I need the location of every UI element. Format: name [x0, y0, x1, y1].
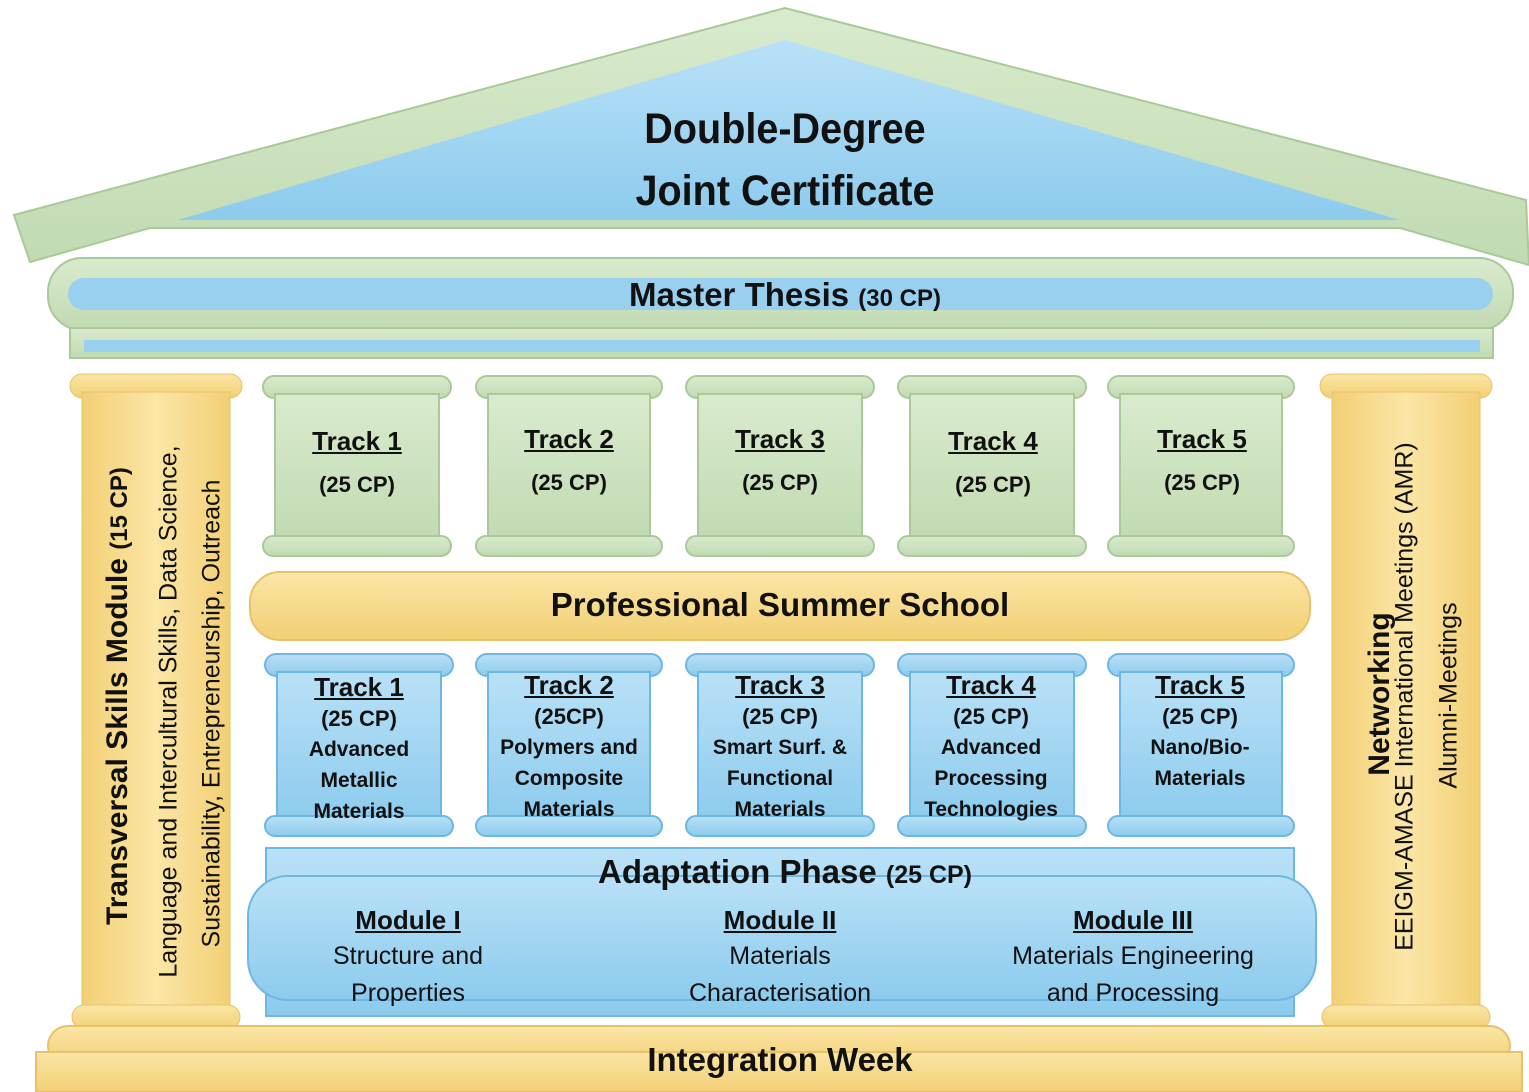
module-2: Module II Materials Characterisation: [630, 902, 930, 1012]
upper-track-cp: (25 CP): [955, 472, 1031, 497]
module-desc: Materials Engineering: [1012, 942, 1254, 970]
module-desc: and Processing: [1046, 979, 1220, 1007]
lower-track-desc: Materials: [734, 798, 826, 821]
lower-track-cp: (25 CP): [1162, 704, 1238, 729]
lower-track-desc: Advanced: [940, 736, 1042, 759]
lower-pillars: [264, 653, 1295, 837]
upper-track-cp: (25 CP): [1164, 470, 1240, 495]
lower-track-cp: (25 CP): [321, 706, 397, 731]
upper-track-3: Track 3 (25 CP): [685, 422, 875, 498]
entablature: [47, 257, 1514, 359]
adaptation-title: Adaptation Phase (25 CP): [460, 850, 1110, 894]
module-desc: Structure and: [332, 942, 484, 970]
lower-track-desc: Materials: [523, 798, 615, 821]
integration-base: [35, 1025, 1523, 1092]
lower-track-desc: Nano/Bio-: [1150, 736, 1250, 759]
module-1: Module I Structure and Properties: [258, 902, 558, 1012]
lower-track-label: Track 5: [1155, 670, 1245, 700]
roof: [12, 6, 1529, 267]
module-name: Module III: [1073, 905, 1193, 935]
lower-track-2: Track 2 (25CP) Polymers and Composite Ma…: [474, 668, 664, 825]
master-thesis: Master Thesis (30 CP): [480, 272, 1090, 318]
upper-track-label: Track 3: [735, 424, 825, 454]
lower-track-cp: (25 CP): [742, 704, 818, 729]
upper-track-label: Track 4: [948, 426, 1038, 456]
upper-track-4: Track 4 (25 CP): [898, 424, 1088, 500]
transversal-line-1: Language and Intercultural Skills, Data …: [154, 445, 183, 978]
upper-track-2: Track 2 (25 CP): [474, 422, 664, 498]
networking-line-2: Alumni-Meetings: [1434, 602, 1463, 789]
module-name: Module I: [355, 905, 461, 935]
roof-title-line2: Joint Certificate: [635, 167, 935, 215]
module-desc: Characterisation: [688, 979, 872, 1007]
upper-pillars: [262, 375, 1295, 557]
transversal-label: Transversal Skills Module: [101, 558, 134, 925]
lower-track-desc: Metallic: [320, 769, 398, 792]
lower-track-desc: Functional: [726, 767, 834, 790]
lower-track-desc: Polymers and: [500, 736, 638, 759]
lower-track-cp: (25 CP): [953, 704, 1029, 729]
module-3: Module III Materials Engineering and Pro…: [983, 902, 1283, 1012]
transversal-line-2: Sustainability, Entrepreneurship, Outrea…: [197, 479, 226, 948]
transversal-cp: (15 CP): [106, 467, 133, 550]
upper-track-cp: (25 CP): [742, 470, 818, 495]
lower-track-label: Track 2: [524, 670, 614, 700]
lower-track-desc: Composite: [514, 767, 624, 790]
upper-track-label: Track 2: [524, 424, 614, 454]
lower-track-desc: Smart Surf. &: [712, 736, 848, 759]
lower-track-label: Track 3: [735, 670, 825, 700]
upper-track-label: Track 5: [1157, 424, 1247, 454]
right-pillar: [1319, 373, 1493, 1030]
adaptation-block: [247, 847, 1317, 1017]
integration-week-label: Integration Week: [647, 1041, 913, 1078]
module-desc: Materials: [729, 942, 831, 970]
lower-track-1: Track 1 (25 CP) Advanced Metallic Materi…: [264, 670, 454, 827]
lower-track-desc: Materials: [1154, 767, 1246, 790]
lower-track-desc: Processing: [934, 767, 1048, 790]
roof-title: Double-Degree Joint Certificate: [541, 98, 1029, 222]
lower-track-desc: Materials: [313, 800, 405, 823]
upper-track-1: Track 1 (25 CP): [262, 424, 452, 500]
summer-band: [249, 571, 1311, 641]
module-desc: Properties: [351, 979, 465, 1007]
lower-track-3: Track 3 (25 CP) Smart Surf. & Functional…: [685, 668, 875, 825]
left-pillar: [69, 373, 243, 1030]
lower-track-4: Track 4 (25 CP) Advanced Processing Tech…: [896, 668, 1086, 825]
master-thesis-label: Master Thesis: [629, 276, 850, 313]
roof-title-line1: Double-Degree: [644, 105, 926, 153]
lower-track-desc: Technologies: [924, 798, 1058, 821]
adaptation-cp: (25 CP): [885, 861, 973, 889]
summer-school-label: Professional Summer School: [550, 586, 1010, 623]
module-name: Module II: [723, 905, 837, 935]
lower-track-cp: (25CP): [534, 704, 604, 729]
lower-track-desc: Advanced: [308, 738, 410, 761]
upper-track-cp: (25 CP): [319, 472, 395, 497]
lower-track-label: Track 1: [314, 672, 404, 702]
transversal-title: Transversal Skills Module (15 CP): [100, 411, 136, 981]
upper-track-5: Track 5 (25 CP): [1107, 422, 1297, 498]
adaptation-label: Adaptation Phase: [597, 853, 877, 890]
master-thesis-cp: (30 CP): [858, 285, 941, 312]
lower-track-5: Track 5 (25 CP) Nano/Bio- Materials: [1105, 668, 1295, 794]
upper-track-cp: (25 CP): [531, 470, 607, 495]
networking-line-1: EEIGM-AMASE International Meetings (AMR): [1390, 442, 1419, 951]
lower-track-label: Track 4: [946, 670, 1036, 700]
upper-track-label: Track 1: [312, 426, 402, 456]
